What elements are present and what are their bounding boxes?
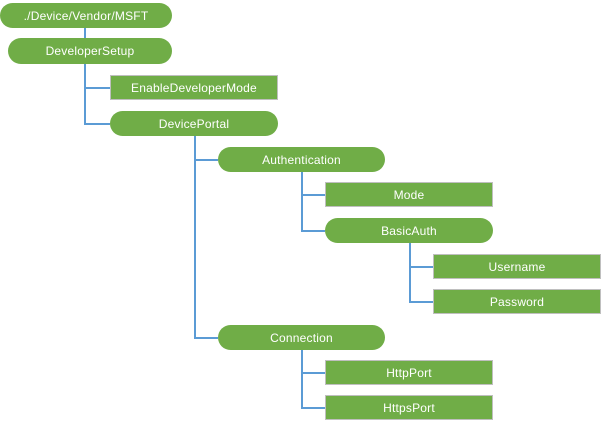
- tree-node-enable-developer-mode[interactable]: EnableDeveloperMode: [110, 75, 278, 100]
- tree-node-label: BasicAuth: [381, 223, 437, 238]
- tree-node-label: HttpPort: [386, 365, 432, 380]
- connector-developer-setup-trunk: [84, 64, 86, 124]
- tree-node-label: EnableDeveloperMode: [131, 80, 257, 95]
- tree-node-label: Password: [489, 294, 545, 309]
- tree-node-connection[interactable]: Connection: [218, 325, 385, 350]
- connector-stub-connection: [194, 337, 218, 339]
- connector-stub-username: [409, 266, 433, 268]
- connector-root-to-developer-setup: [84, 28, 86, 38]
- tree-node-label: Connection: [270, 330, 333, 345]
- tree-node-username[interactable]: Username: [433, 254, 601, 279]
- connector-stub-basic-auth: [301, 230, 325, 232]
- tree-node-label: DeveloperSetup: [45, 44, 135, 58]
- tree-node-authentication[interactable]: Authentication: [218, 147, 385, 172]
- connector-stub-mode: [301, 194, 325, 196]
- tree-node-password[interactable]: Password: [433, 289, 601, 314]
- tree-node-label: HttpsPort: [383, 400, 435, 415]
- connector-stub-device-portal: [84, 123, 110, 125]
- tree-node-label: Authentication: [262, 152, 341, 167]
- tree-node-label: Mode: [393, 187, 425, 202]
- connector-authentication-trunk: [301, 172, 303, 231]
- tree-node-device-portal[interactable]: DevicePortal: [110, 111, 278, 136]
- connector-device-portal-trunk: [194, 136, 196, 338]
- connector-basic-auth-trunk: [409, 243, 411, 302]
- connector-stub-enable-developer-mode: [84, 87, 110, 89]
- tree-node-mode[interactable]: Mode: [325, 182, 493, 207]
- tree-node-label: Username: [488, 259, 546, 274]
- tree-node-https-port[interactable]: HttpsPort: [325, 395, 493, 420]
- connector-connection-trunk: [301, 350, 303, 408]
- tree-node-label: ./Device/Vendor/MSFT: [23, 8, 149, 23]
- tree-node-basic-auth[interactable]: BasicAuth: [325, 218, 493, 243]
- connector-stub-authentication: [194, 159, 218, 161]
- connector-stub-http-port: [301, 372, 325, 374]
- tree-node-developer-setup[interactable]: DeveloperSetup: [8, 38, 172, 64]
- connector-stub-password: [409, 301, 433, 303]
- connector-stub-https-port: [301, 407, 325, 409]
- tree-node-label: DevicePortal: [158, 116, 230, 131]
- tree-node-root[interactable]: ./Device/Vendor/MSFT: [0, 3, 172, 28]
- tree-node-http-port[interactable]: HttpPort: [325, 360, 493, 385]
